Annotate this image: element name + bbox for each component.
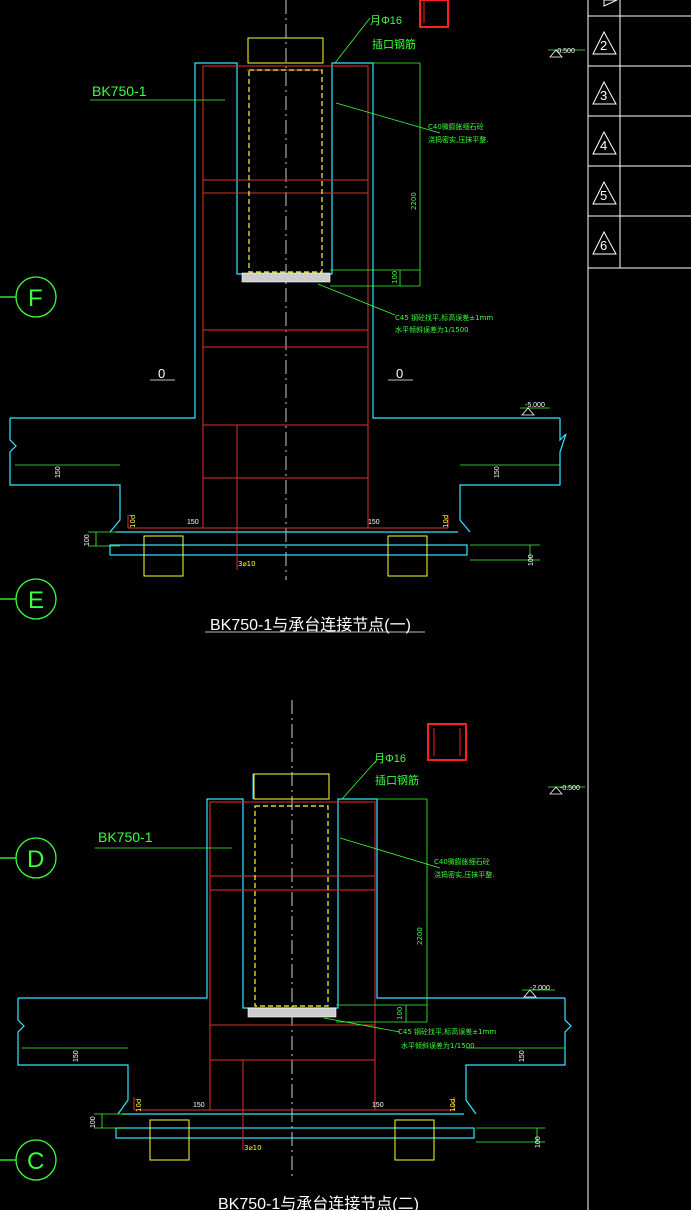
rev-number-4: 4 [600, 138, 607, 153]
axis-label-c: C [27, 1148, 44, 1175]
detail2-dim-150a: 150 [193, 1102, 205, 1109]
detail1-label: BK750-1 [92, 83, 147, 99]
detail2-rebar-label2: 插口钢筋 [375, 773, 419, 787]
axis-label-f: F [28, 285, 43, 312]
detail2-title: BK750-1与承台连接节点(二) [218, 1195, 419, 1210]
detail2-rebar-label: 月Φ16 [374, 753, 406, 765]
detail1-concrete-note2: 浇捣密实,压抹平整. [428, 135, 488, 144]
rev-number-2: 2 [600, 38, 607, 53]
detail1-rebar-label2: 插口钢筋 [372, 37, 416, 51]
detail1-dim-10d-left: 10d [129, 515, 137, 528]
revision-table [587, 0, 691, 1210]
detail2-concrete-note2: 浇捣密实,压抹平整. [434, 870, 494, 879]
detail2-base-note1: C45 钢砼找平,标高误差±1mm [398, 1027, 496, 1036]
detail2-dim-100-left: 100 [90, 1116, 97, 1128]
detail1-dim-150-left: 150 [187, 519, 199, 526]
axis-label-e: E [28, 587, 44, 614]
rev-number-6: 6 [600, 238, 607, 253]
revision-numbers: 2 3 4 5 6 [600, 38, 607, 253]
axis-label-d: D [27, 846, 44, 873]
detail2-elev-cap: -2.000 [530, 985, 550, 992]
detail2-label: BK750-1 [98, 829, 153, 845]
axis-bubbles [0, 276, 57, 1181]
detail1-rebar-3: 3⌀10 [238, 560, 256, 568]
detail2-dim-150c: 150 [73, 1050, 80, 1062]
detail1-base-note2: 水平倾斜误差为1/1500 [395, 325, 469, 334]
detail2-dim-10d-right: 10d [449, 1099, 457, 1112]
detail1-zero-right: 0 [396, 366, 403, 381]
detail1-base-note1: C45 钢砼找平,标高误差±1mm [395, 313, 493, 322]
detail1-zero-left: 0 [158, 366, 165, 381]
detail1-dim-100-right: 100 [528, 554, 535, 566]
detail2-dim-depth: 2200 [416, 927, 424, 945]
detail1-dim-100-left: 100 [84, 534, 91, 546]
detail1-title: BK750-1与承台连接节点(一) [210, 616, 411, 634]
detail2-concrete-note1: C40微膨胀细石砼 [434, 857, 490, 866]
detail1-dim-150a: 150 [55, 466, 62, 478]
detail1-elev-top: -0.500 [555, 48, 575, 55]
detail2-dim-150b: 150 [372, 1102, 384, 1109]
detail2-elev-top: -0.500 [560, 785, 580, 792]
detail1-concrete-note1: C40微膨胀细石砼 [428, 122, 484, 131]
detail1-rebar-label: 月Φ16 [370, 15, 402, 27]
detail1-dim-base: 100 [391, 271, 399, 284]
detail-1 [9, 0, 585, 633]
rev-number-3: 3 [600, 88, 607, 103]
detail2-base-note2: 水平倾斜误差为1/1500 [401, 1041, 475, 1050]
detail1-elev-cap: -5.000 [525, 402, 545, 409]
detail2-dim-10d-left: 10d [135, 1099, 143, 1112]
detail-2 [17, 700, 585, 1180]
detail1-dim-150b: 150 [494, 466, 501, 478]
detail1-dim-10d-right: 10d [442, 515, 450, 528]
detail1-dim-150-right: 150 [368, 519, 380, 526]
detail1-dim-depth: 2200 [410, 192, 418, 210]
detail2-dim-100-right: 100 [535, 1136, 542, 1148]
detail2-dim-150d: 150 [519, 1050, 526, 1062]
rev-number-5: 5 [600, 188, 607, 203]
detail2-rebar-3: 3⌀10 [244, 1144, 262, 1152]
detail2-dim-base: 100 [396, 1007, 404, 1020]
